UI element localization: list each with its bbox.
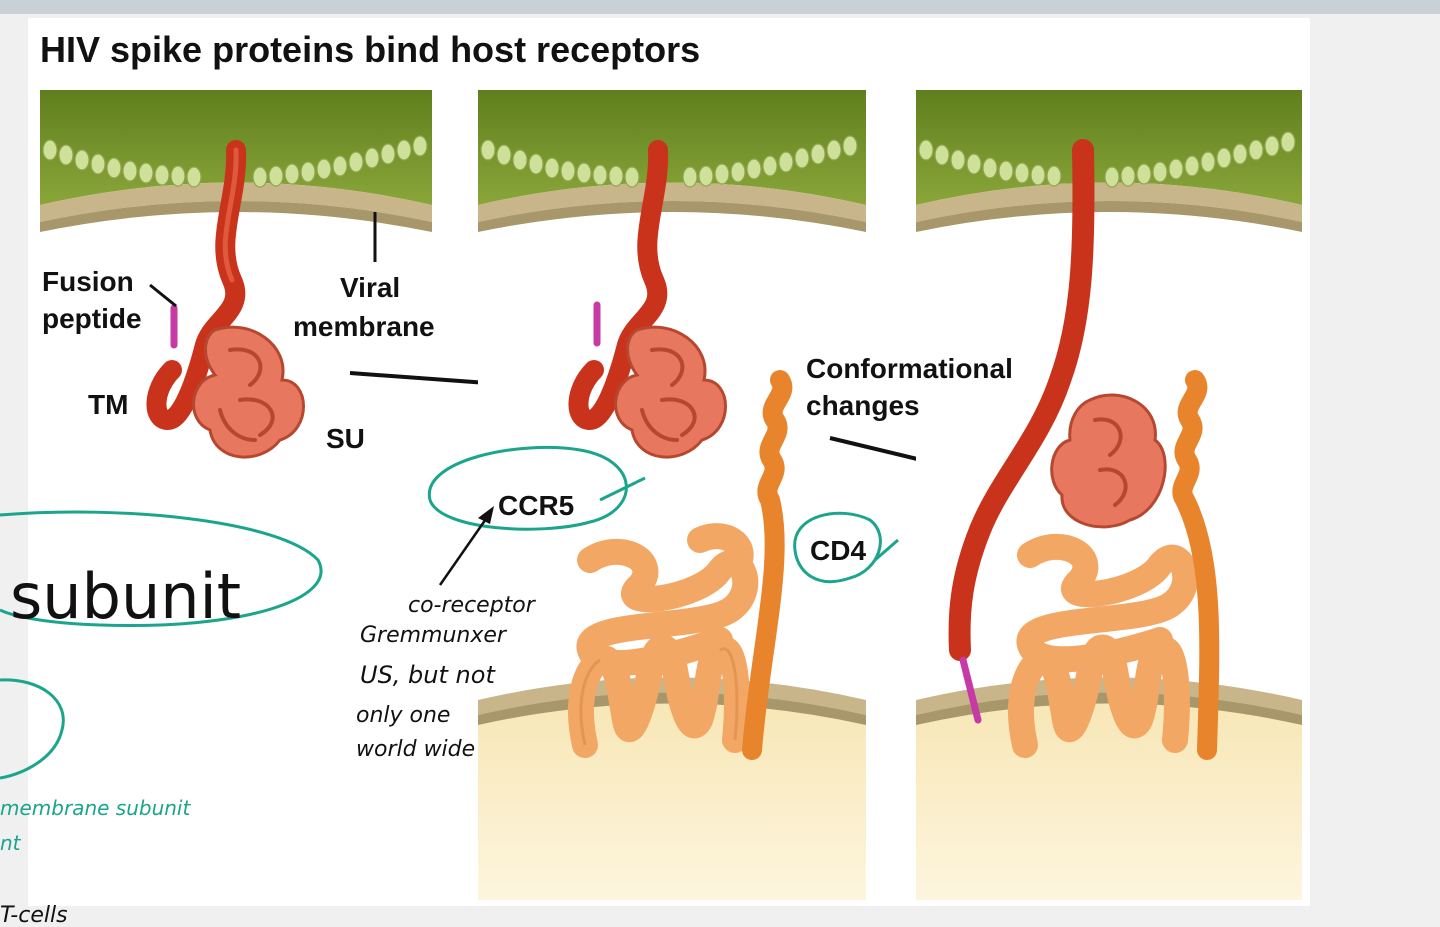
coreceptor-arrow — [438, 506, 494, 586]
label-conformational-2: changes — [806, 390, 920, 421]
ccr5-receptor-3 — [1007, 533, 1199, 758]
left-ellipse-2 — [0, 678, 65, 780]
su-subunit-1 — [192, 325, 305, 459]
ccr5-circle — [427, 446, 646, 531]
teal-ink-annotations — [0, 446, 899, 780]
panel-1 — [40, 90, 432, 470]
label-conformational-1: Conformational — [806, 353, 1013, 384]
label-viral-1: Viral — [340, 272, 400, 303]
panel-2 — [478, 90, 866, 900]
panel-3 — [916, 90, 1302, 900]
label-fusion-2: peptide — [42, 303, 142, 334]
fusion-peptide-leader — [149, 283, 177, 308]
diagram-title: HIV spike proteins bind host receptors — [40, 29, 700, 70]
hand-line4: only one — [356, 703, 450, 728]
subunit-ellipse — [0, 510, 323, 628]
label-cd4: CD4 — [810, 535, 866, 566]
top-toolbar-strip — [0, 0, 1440, 14]
cd4-receptor-3 — [1172, 370, 1220, 760]
note-teal-membrane: membrane subunit — [0, 796, 191, 820]
note-teal-nt: nt — [0, 831, 22, 855]
hand-line3: US, but not — [360, 661, 496, 689]
hand-coreceptor: co-receptor — [408, 593, 537, 618]
fusion-peptide-3 — [959, 656, 982, 724]
cd4-receptor-2 — [742, 370, 793, 760]
virus-envelope-3 — [916, 90, 1302, 232]
su-subunit-2 — [614, 325, 727, 459]
su-subunit-3 — [1050, 393, 1167, 529]
hand-line5: world wide — [356, 737, 475, 762]
label-fusion-1: Fusion — [42, 266, 134, 297]
label-tm: TM — [88, 389, 128, 420]
label-ccr5: CCR5 — [498, 490, 574, 521]
note-tcells: T-cells — [0, 903, 68, 927]
label-viral-2: membrane — [293, 311, 435, 342]
tm-spike-3-extended — [948, 139, 1095, 661]
cd4-circle — [793, 511, 899, 584]
note-subunit: subunit — [10, 560, 241, 633]
label-su: SU — [326, 423, 365, 454]
hand-line2: Gremmunxer — [360, 623, 508, 648]
virus-envelope-2 — [478, 90, 866, 232]
ccr5-receptor-2 — [567, 523, 759, 758]
